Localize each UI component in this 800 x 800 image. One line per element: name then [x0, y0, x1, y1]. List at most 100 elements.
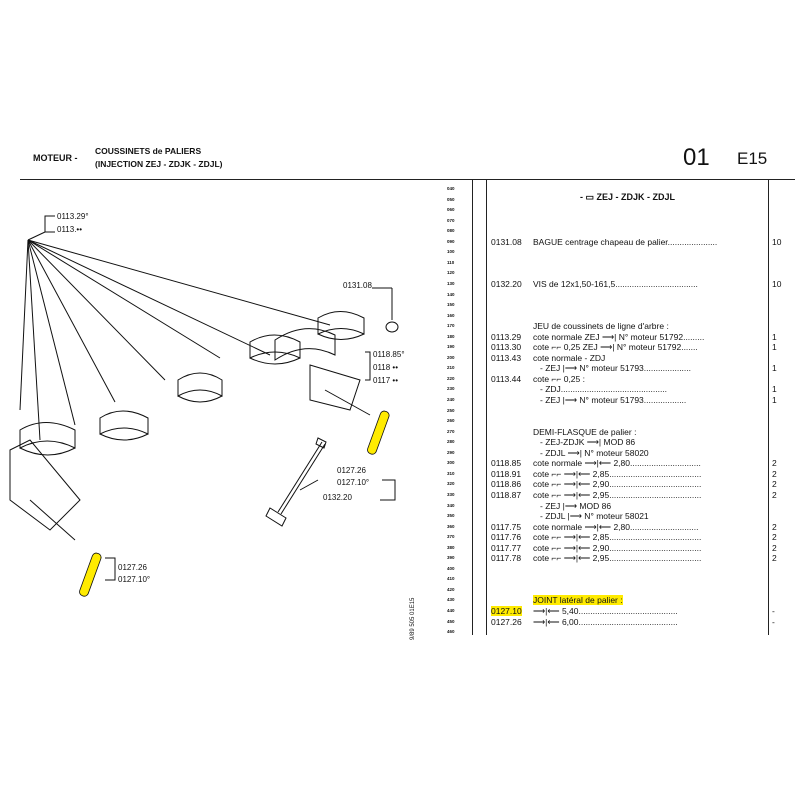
part-quantity: 2	[772, 542, 777, 553]
line-number: 260	[447, 418, 455, 424]
line-number: 280	[447, 439, 455, 445]
part-quantity: 2	[772, 458, 777, 469]
title-line-2: (INJECTION ZEJ - ZDJK - ZDJL)	[95, 159, 223, 169]
line-number: 080	[447, 228, 455, 234]
line-number: 110	[447, 259, 455, 265]
callout-0127-10-right: 0127.10°	[337, 478, 370, 487]
part-description: cote normale - ZDJ	[533, 352, 606, 363]
line-number: 130	[447, 280, 455, 286]
line-number: 370	[447, 534, 455, 540]
part-description: cote normale ⟶|⟵ 2,80...................…	[533, 458, 701, 469]
part-description: cote normale ZEJ ⟶| N° moteur 51792.....…	[533, 331, 705, 342]
part-ref: 0113.30	[491, 342, 522, 353]
parts-subtitle: - ▭ ZEJ - ZDJK - ZDJL	[580, 192, 676, 202]
part-ref: 0117.77	[491, 542, 522, 553]
line-number: 100	[447, 249, 455, 255]
part-quantity: -	[772, 616, 775, 627]
part-description: BAGUE centrage chapeau de palier........…	[533, 236, 718, 247]
part-description: VIS de 12x1,50-161,5....................…	[533, 278, 698, 289]
part-ref: 0118.87	[491, 489, 522, 500]
line-number: 210	[447, 365, 455, 371]
header-rule	[20, 179, 795, 180]
callout-0127-26-left: 0127.26	[118, 563, 147, 572]
column-rule-1	[472, 180, 473, 635]
line-number: 050	[447, 196, 455, 202]
part-ref: 0132.20	[491, 278, 522, 289]
part-description: cote normale ⟶|⟵ 2,80...................…	[533, 521, 699, 532]
part-ref: 0117.76	[491, 532, 522, 543]
part-ref: 0118.85	[491, 458, 522, 469]
part-quantity: 10	[772, 236, 782, 247]
line-number: 410	[447, 576, 455, 582]
line-number: 380	[447, 544, 455, 550]
part-description: - ZEJ |⟶ N° moteur 51793................…	[540, 363, 692, 374]
line-number: 180	[447, 333, 455, 339]
callout-0127-10-left: 0127.10°	[118, 575, 151, 584]
side-code: 9/89 505 01E15	[410, 597, 416, 640]
line-number: 120	[447, 270, 455, 276]
part-description: cote ⌐⌐ ⟶|⟵ 2,90........................…	[533, 542, 702, 553]
part-ref: 0131.08	[491, 236, 522, 247]
line-number: 070	[447, 217, 455, 223]
line-number: 160	[447, 312, 455, 318]
part-ref: 0117.75	[491, 521, 522, 532]
part-ref: 0127.26	[491, 616, 522, 627]
part-ref: 0127.10	[491, 606, 522, 616]
exploded-diagram	[9, 215, 399, 597]
part-quantity: 1	[772, 363, 777, 374]
part-quantity: 2	[772, 489, 777, 500]
part-quantity: 1	[772, 331, 777, 342]
part-description: - ZEJ-ZDJK ⟶| MOD 86	[540, 437, 636, 448]
part-description: - ZDJL ⟶| N° moteur 58020	[540, 447, 649, 458]
callout-0131-08: 0131.08	[343, 281, 372, 290]
line-number: 350	[447, 513, 455, 519]
line-number: 290	[447, 449, 455, 455]
line-number: 460	[447, 629, 455, 635]
callout-0132-20: 0132.20	[323, 493, 352, 502]
callout-0113: 0113.••	[57, 225, 83, 234]
part-quantity: 2	[772, 468, 777, 479]
part-description: JOINT latéral de palier :	[533, 595, 623, 606]
line-number: 330	[447, 491, 455, 497]
line-number: 430	[447, 597, 455, 603]
part-ref: 0117.78	[491, 553, 522, 564]
part-ref: 0118.91	[491, 468, 522, 479]
part-description: - ZDJ...................................…	[540, 384, 668, 395]
line-number: 190	[447, 344, 455, 350]
line-number: 060	[447, 207, 455, 213]
line-number: 090	[447, 238, 455, 244]
line-number: 220	[447, 375, 455, 381]
part-quantity: 1	[772, 384, 777, 395]
line-number: 150	[447, 302, 455, 308]
callout-0127-26-right: 0127.26	[337, 466, 366, 475]
part-description: cote ⌐⌐ ⟶|⟵ 2,85........................…	[533, 468, 702, 479]
part-quantity: -	[772, 606, 775, 616]
part-description: cote ⌐⌐ ⟶|⟵ 2,90........................…	[533, 479, 702, 490]
group-number: 01	[683, 144, 710, 171]
line-number: 440	[447, 608, 455, 613]
section-label: MOTEUR -	[33, 153, 78, 163]
part-quantity: 10	[772, 278, 782, 289]
part-description: cote ⌐⌐ ⟶|⟵ 2,95........................…	[533, 553, 702, 564]
page-number: E15	[737, 149, 768, 168]
part-description: cote ⌐⌐ ⟶|⟵ 2,95........................…	[533, 489, 702, 500]
line-number: 250	[447, 407, 455, 413]
part-description: - ZEJ |⟶ N° moteur 51793................…	[540, 395, 687, 405]
line-number: 450	[447, 618, 455, 624]
line-number: 170	[447, 323, 455, 329]
callout-0113-29: 0113.29°	[57, 212, 89, 221]
callout-0118-85: 0118.85°	[373, 350, 405, 359]
part-quantity: 2	[772, 521, 777, 532]
part-description: ⟶|⟵ 5,40................................…	[533, 606, 678, 616]
part-quantity: 2	[772, 553, 777, 564]
line-number: 200	[447, 354, 455, 360]
column-rule-2	[486, 180, 487, 635]
callout-0118: 0118 ••	[373, 363, 399, 372]
column-rule-3	[768, 180, 769, 635]
part-ref: 0113.29	[491, 331, 522, 342]
line-number: 300	[447, 460, 455, 466]
part-ref: 0113.44	[491, 373, 522, 384]
title-line-1: COUSSINETS de PALIERS	[95, 146, 202, 156]
line-number: 360	[447, 523, 455, 529]
line-number: 230	[447, 386, 455, 392]
